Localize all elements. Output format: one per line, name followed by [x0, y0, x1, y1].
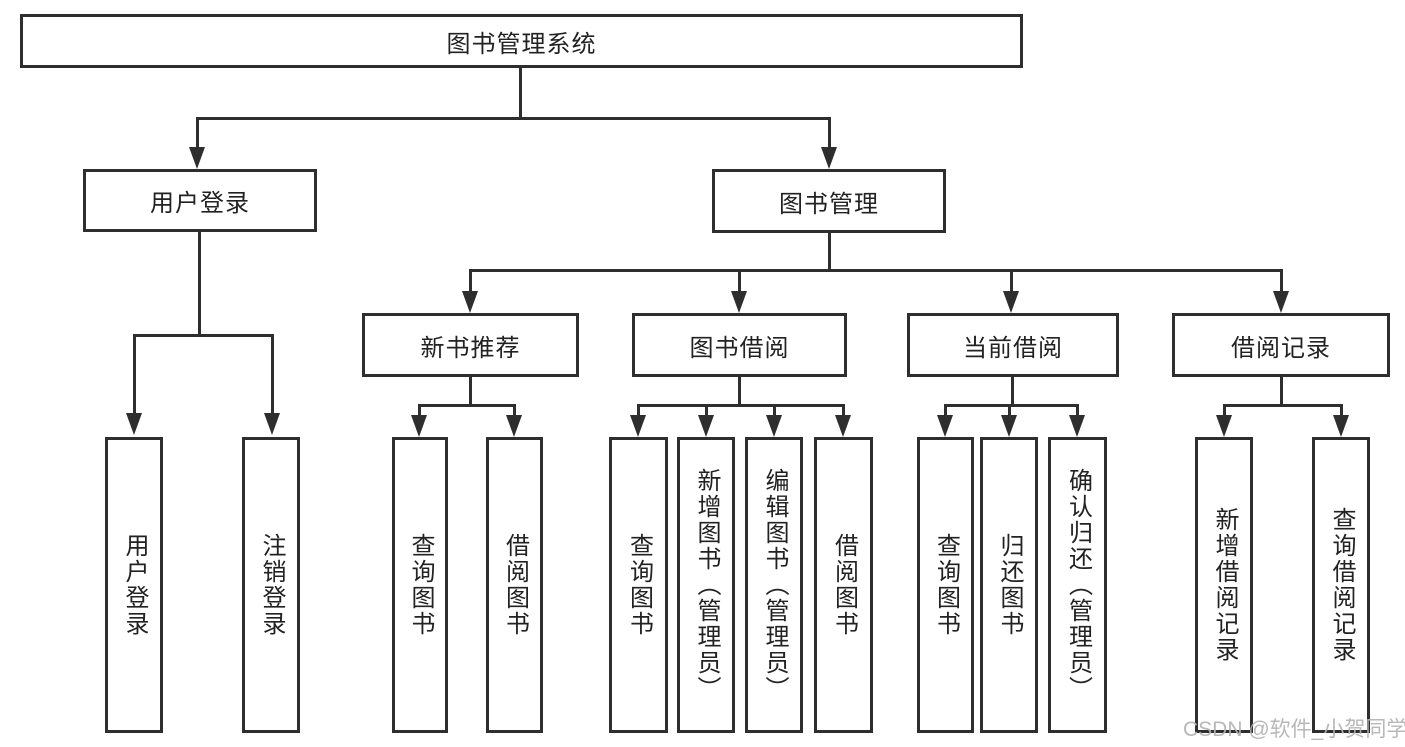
- leaf-br-query-record-label: 查询借阅记录: [1328, 507, 1355, 663]
- arrowhead-icon: [264, 413, 280, 435]
- leaf-bb-query-books: 查询图书: [609, 437, 668, 733]
- connector-root-bar: [196, 117, 831, 120]
- connector-br-bar: [1223, 404, 1343, 407]
- leaf-logout: 注销登录: [242, 437, 300, 733]
- connector-book-mgmt-stem: [828, 233, 831, 272]
- node-current-borrow: 当前借阅: [907, 313, 1119, 377]
- connector-nbr-bar: [418, 404, 516, 407]
- arrowhead-icon: [766, 415, 782, 437]
- node-root-label: 图书管理系统: [446, 30, 597, 58]
- leaf-cb-return-books: 归还图书: [980, 437, 1038, 733]
- leaf-logout-label: 注销登录: [258, 533, 285, 637]
- node-book-borrow: 图书借阅: [632, 313, 847, 377]
- connector-arrow-stem: [738, 269, 741, 293]
- arrowhead-icon: [189, 147, 205, 169]
- leaf-br-add-record-label: 新增借阅记录: [1211, 507, 1238, 663]
- arrowhead-icon: [821, 147, 837, 169]
- node-user-login: 用户登录: [83, 169, 317, 232]
- connector-arrow-stem: [196, 117, 199, 149]
- node-user-login-label: 用户登录: [150, 190, 250, 217]
- node-new-book-recommend: 新书推荐: [362, 313, 579, 377]
- connector-arrow-stem: [1340, 404, 1343, 417]
- connector-arrow-stem: [418, 404, 421, 417]
- connector-arrow-stem: [1008, 404, 1011, 417]
- arrowhead-icon: [630, 415, 646, 437]
- node-book-borrow-label: 图书借阅: [689, 334, 790, 362]
- connector-arrow-stem: [842, 404, 845, 417]
- arrowhead-icon: [126, 413, 142, 435]
- connector-cb-bar: [944, 404, 1079, 407]
- node-book-management-label: 图书管理: [779, 190, 879, 218]
- connector-br-stem: [1280, 377, 1283, 406]
- leaf-user-login-label: 用户登录: [121, 533, 148, 637]
- leaf-cb-return-books-label: 归还图书: [996, 533, 1023, 637]
- node-root: 图书管理系统: [20, 14, 1023, 68]
- arrowhead-icon: [937, 415, 953, 437]
- leaf-nbr-query-books: 查询图书: [392, 437, 448, 733]
- leaf-bb-borrow-books-label: 借阅图书: [830, 533, 858, 637]
- leaf-br-query-record: 查询借阅记录: [1312, 437, 1370, 733]
- arrowhead-icon: [1003, 291, 1019, 313]
- connector-book-mgmt-bar: [469, 269, 1283, 272]
- arrowhead-icon: [1273, 291, 1289, 313]
- node-current-borrow-label: 当前借阅: [963, 334, 1063, 362]
- leaf-bb-query-books-label: 查询图书: [625, 533, 653, 637]
- connector-arrow-stem: [1010, 269, 1013, 293]
- connector-arrow-stem: [773, 404, 776, 417]
- arrowhead-icon: [506, 415, 522, 437]
- connector-arrow-stem: [1223, 404, 1226, 417]
- leaf-cb-query-books: 查询图书: [917, 437, 974, 733]
- arrowhead-icon: [1333, 415, 1349, 437]
- arrowhead-icon: [1069, 415, 1085, 437]
- leaf-cb-confirm-return-label: 确认归还（管理员）: [1064, 468, 1092, 702]
- leaf-bb-add-books: 新增图书（管理员）: [677, 437, 735, 733]
- connector-user-login-bar: [133, 334, 274, 337]
- leaf-nbr-borrow-books-label: 借阅图书: [501, 533, 529, 637]
- leaf-user-login: 用户登录: [105, 437, 163, 733]
- arrowhead-icon: [1216, 415, 1232, 437]
- arrowhead-icon: [698, 415, 714, 437]
- connector-root-stem: [519, 68, 522, 118]
- connector-bb-bar: [637, 404, 845, 407]
- connector-arrow-stem: [705, 404, 708, 417]
- connector-user-login-stem: [198, 232, 201, 337]
- leaf-bb-edit-books-label: 编辑图书（管理员）: [761, 468, 788, 702]
- node-book-management: 图书管理: [712, 169, 946, 233]
- connector-arrow-stem: [469, 269, 472, 293]
- arrowhead-icon: [462, 291, 478, 313]
- connector-arrow-stem: [513, 404, 516, 417]
- arrowhead-icon: [835, 415, 851, 437]
- leaf-nbr-query-books-label: 查询图书: [407, 533, 434, 637]
- connector-arrow-stem: [828, 117, 831, 149]
- arrowhead-icon: [1001, 415, 1017, 437]
- connector-nbr-stem: [469, 377, 472, 406]
- connector-arrow-stem: [637, 404, 640, 417]
- node-new-book-recommend-label: 新书推荐: [420, 334, 521, 362]
- leaf-cb-query-books-label: 查询图书: [932, 533, 960, 637]
- watermark: CSDN @软件_小贺同学: [1183, 718, 1405, 741]
- connector-cb-stem: [1011, 377, 1014, 406]
- leaf-bb-borrow-books: 借阅图书: [814, 437, 873, 733]
- leaf-nbr-borrow-books: 借阅图书: [486, 437, 543, 733]
- arrowhead-icon: [411, 415, 427, 437]
- leaf-cb-confirm-return: 确认归还（管理员）: [1048, 437, 1107, 733]
- connector-bb-stem: [738, 377, 741, 406]
- connector-arrow-stem: [1076, 404, 1079, 417]
- arrowhead-icon: [731, 291, 747, 313]
- leaf-bb-add-books-label: 新增图书（管理员）: [693, 468, 720, 702]
- node-borrow-records-label: 借阅记录: [1231, 334, 1331, 362]
- connector-arrow-stem: [944, 404, 947, 417]
- connector-arrow-stem: [133, 334, 136, 415]
- connector-arrow-stem: [271, 334, 274, 415]
- leaf-br-add-record: 新增借阅记录: [1195, 437, 1253, 733]
- leaf-bb-edit-books: 编辑图书（管理员）: [745, 437, 803, 733]
- connector-arrow-stem: [1280, 269, 1283, 293]
- node-borrow-records: 借阅记录: [1172, 313, 1390, 377]
